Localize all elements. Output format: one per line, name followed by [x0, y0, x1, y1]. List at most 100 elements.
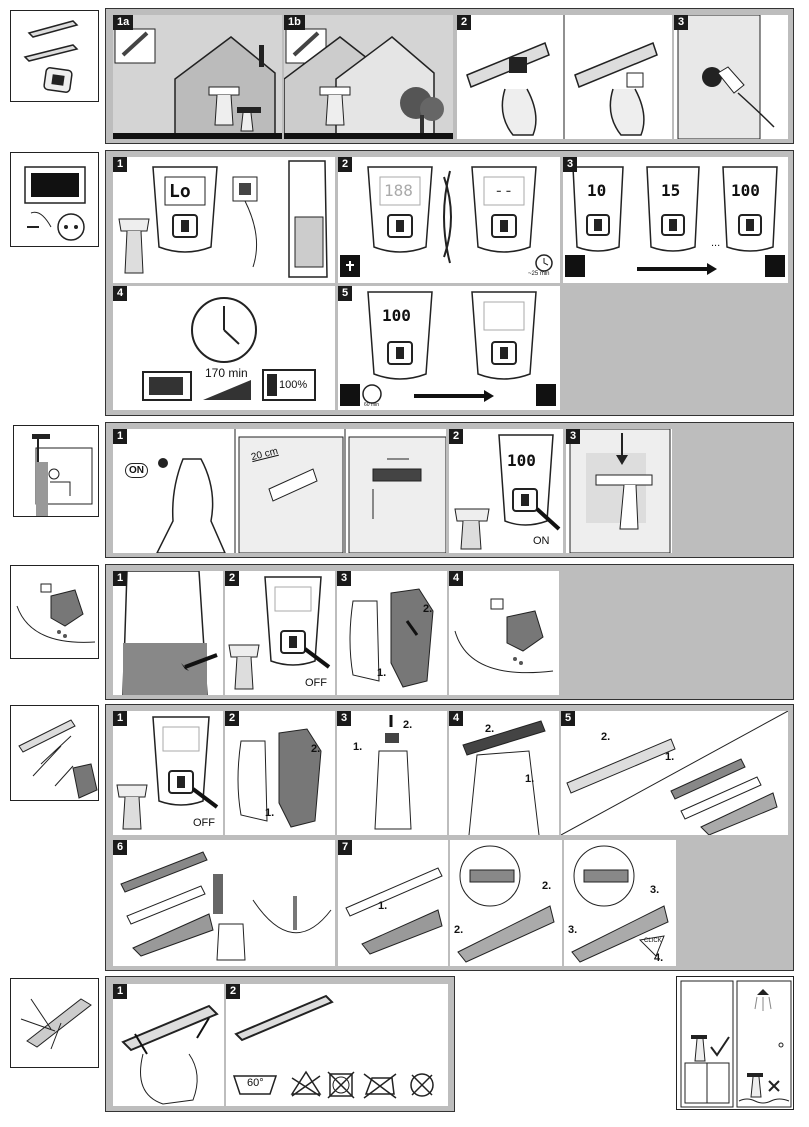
power-on-illustration: [454, 434, 561, 550]
blade-parts-illustration: [561, 711, 788, 835]
step-panel-2: 2 100 ON: [449, 429, 563, 553]
wash-60-icon: [232, 1075, 278, 1095]
clip-in-illustration: [571, 845, 669, 963]
cap-remove-illustration: [374, 715, 412, 830]
display-blink-illustration: [340, 166, 553, 277]
step-panel-4: 4 170 min 100%: [113, 286, 335, 410]
step-panel-2: 2 60°: [226, 984, 448, 1106]
step-panel-6: 6: [113, 840, 335, 966]
step-panel-2: 2 188 -- ~25 min: [338, 157, 560, 283]
blade-remove-illustration: [462, 720, 546, 835]
seq-label: 2.: [601, 731, 611, 743]
tank-pour-illustration: [454, 598, 554, 674]
off-label: OFF: [193, 817, 215, 829]
display-fade-illustration: [340, 291, 556, 406]
disassembly-icon: [18, 719, 98, 799]
empty-panel: [563, 286, 788, 410]
step-number: 2: [226, 984, 241, 999]
tank-emptying-icon: [16, 583, 96, 643]
on-label: ON: [125, 463, 148, 478]
seq-label: 2.: [423, 603, 433, 615]
click-label: CLICK: [644, 938, 662, 944]
step-number: 4: [113, 286, 128, 301]
tank-detach-illustration: [122, 571, 218, 695]
step-number: 3: [674, 15, 689, 30]
charge-time-approx: ~25 min: [528, 271, 550, 277]
power-off-illustration: [116, 716, 219, 830]
display-reading-lo: Lo: [169, 181, 191, 202]
step-panel-2: 2 2. 1.: [225, 711, 335, 835]
no-dry-clean-icon: [410, 1073, 434, 1097]
step-panel-1: 1 Lo: [113, 157, 335, 283]
tank-remove-illustration: [237, 728, 322, 828]
seq-label: 1.: [265, 807, 275, 819]
power-off-illustration: [228, 576, 331, 690]
step-panel-3: 3: [674, 15, 788, 139]
step-number: 3: [566, 429, 581, 444]
display-lo-illustration: [118, 160, 328, 278]
overview-thumb-maintenance: [10, 705, 99, 801]
seq-label: 2.: [403, 719, 413, 731]
display-reading-dash: --: [494, 181, 514, 200]
step-number: 2: [225, 571, 240, 586]
step-panel-5: 5 100 60 min: [338, 286, 560, 410]
seq-label: 1.: [378, 900, 388, 912]
seq-label: 1.: [525, 773, 535, 785]
step-number: 1b: [284, 15, 305, 30]
display-reading-100: 100: [382, 306, 411, 325]
step-panel-2: 2: [457, 15, 672, 139]
seq-label: 3.: [568, 924, 578, 936]
band-charging: 1 Lo 2: [105, 150, 794, 416]
wash-temperature: 60°: [247, 1077, 264, 1089]
clock-icon: [142, 297, 316, 401]
step-number: 2: [225, 711, 240, 726]
band-setup: 1a 1b 2: [105, 8, 794, 144]
seq-label: 1.: [665, 751, 675, 763]
battery-full-percent: 100%: [279, 379, 308, 391]
no-bleach-icon: [290, 1070, 322, 1097]
step-number: 6: [113, 840, 128, 855]
no-iron-icon: [364, 1077, 395, 1095]
tank-remove-illustration: [349, 588, 434, 688]
seq-label: 2.: [485, 723, 495, 735]
step-number: 4: [449, 711, 464, 726]
house-window-illustration: [113, 28, 282, 139]
check-icon: [710, 1036, 730, 1057]
step-panel-7c: 3. 3. CLICK 4.: [564, 840, 676, 966]
step-number: 1: [113, 571, 128, 586]
step-panel-1a: 1a: [113, 15, 282, 139]
step-panel-7: 7 1.: [338, 840, 448, 966]
step-panel-3: 3 2. 1.: [337, 711, 447, 835]
step-number: 1a: [113, 15, 134, 30]
band-cleaning: 1 ON 20 cm 2 100 ON 3: [105, 422, 794, 558]
usage-restriction-panel: [676, 976, 794, 1110]
charger-icon: [24, 166, 86, 241]
cross-icon: [768, 1080, 780, 1092]
step-panel-1: 1 ON 20 cm: [113, 429, 446, 553]
step-number: 1: [113, 984, 128, 999]
step-number: 2: [338, 157, 353, 172]
contents-icon: [23, 20, 79, 93]
step-number: 7: [338, 840, 353, 855]
step-number: 1: [113, 429, 128, 444]
overview-thumb-contents: [10, 10, 99, 102]
display-reading-100: 100: [507, 451, 536, 470]
step-panel-5: 5 2. 1.: [561, 711, 788, 835]
overview-thumb-cleaning: [13, 425, 99, 517]
step-panel-1: 1: [113, 984, 224, 1106]
reassembly-detail-illustration: [457, 845, 555, 963]
seq-label: 1.: [353, 741, 363, 753]
off-label: OFF: [305, 677, 327, 689]
step-number: 5: [338, 286, 353, 301]
display-reading-15: 15: [661, 181, 681, 200]
pad-attach-illustration: [121, 1004, 219, 1105]
band-maintenance: 1 OFF 2 2. 1. 3 2. 1. 4: [105, 704, 794, 971]
step-number: 2: [449, 429, 464, 444]
progress-ellipsis: ...: [711, 237, 721, 249]
spray-setup-illustration: [156, 429, 446, 553]
reassembly-illustration: [345, 867, 443, 955]
step-number: 1: [113, 711, 128, 726]
seq-label: 4.: [654, 952, 664, 964]
shower-restriction-illustration: [680, 980, 792, 1108]
step-panel-3: 3 10 15 100 ...: [563, 157, 788, 283]
